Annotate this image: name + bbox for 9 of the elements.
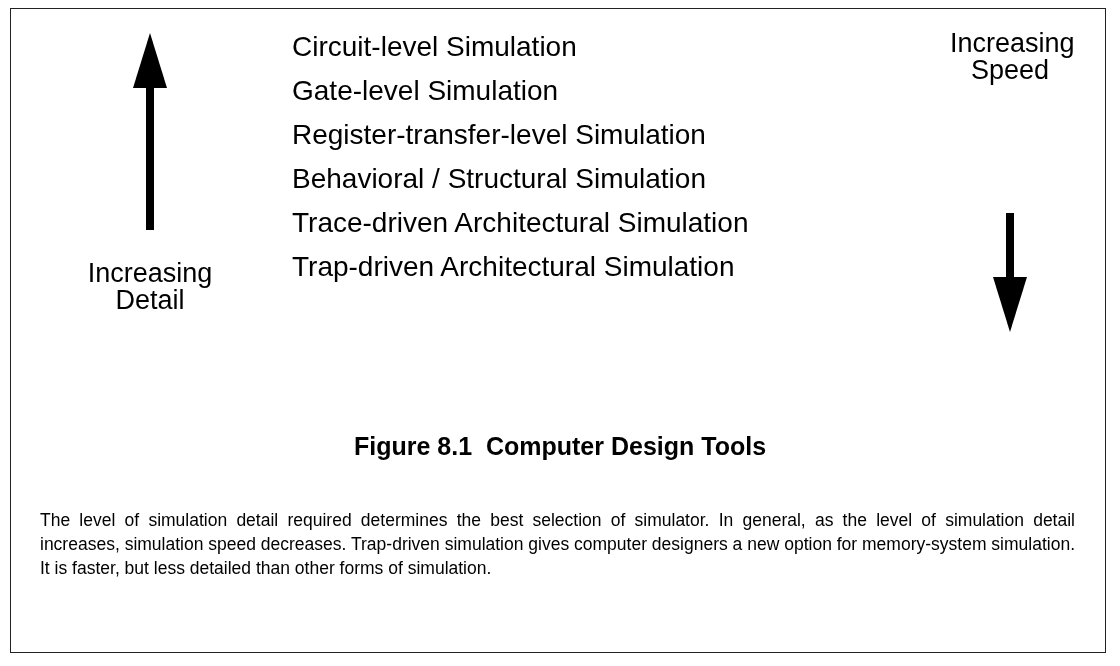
figure-caption: The level of simulation detail required determines the best selection of simulator. In general, as the level of simulation detail increases, simulation speed decreases. Trap-driven simulation gives computer designers a new option for memory-system simulation. It is faster, but less detailed than other forms of simulation. bbox=[40, 509, 1075, 580]
simulation-level-label: Trap-driven Architectural Simulation bbox=[292, 253, 735, 281]
simulation-level-label: Circuit-level Simulation bbox=[292, 33, 577, 61]
axis-label: Increasing Detail bbox=[86, 260, 214, 314]
simulation-level-label: Behavioral / Structural Simulation bbox=[292, 165, 706, 193]
simulation-level-label: Register-transfer-level Simulation bbox=[292, 121, 706, 149]
figure-title: Figure 8.1 Computer Design Tools bbox=[352, 432, 768, 461]
simulation-level-label: Gate-level Simulation bbox=[292, 77, 559, 105]
simulation-level-label: Trace-driven Architectural Simulation bbox=[292, 209, 749, 237]
